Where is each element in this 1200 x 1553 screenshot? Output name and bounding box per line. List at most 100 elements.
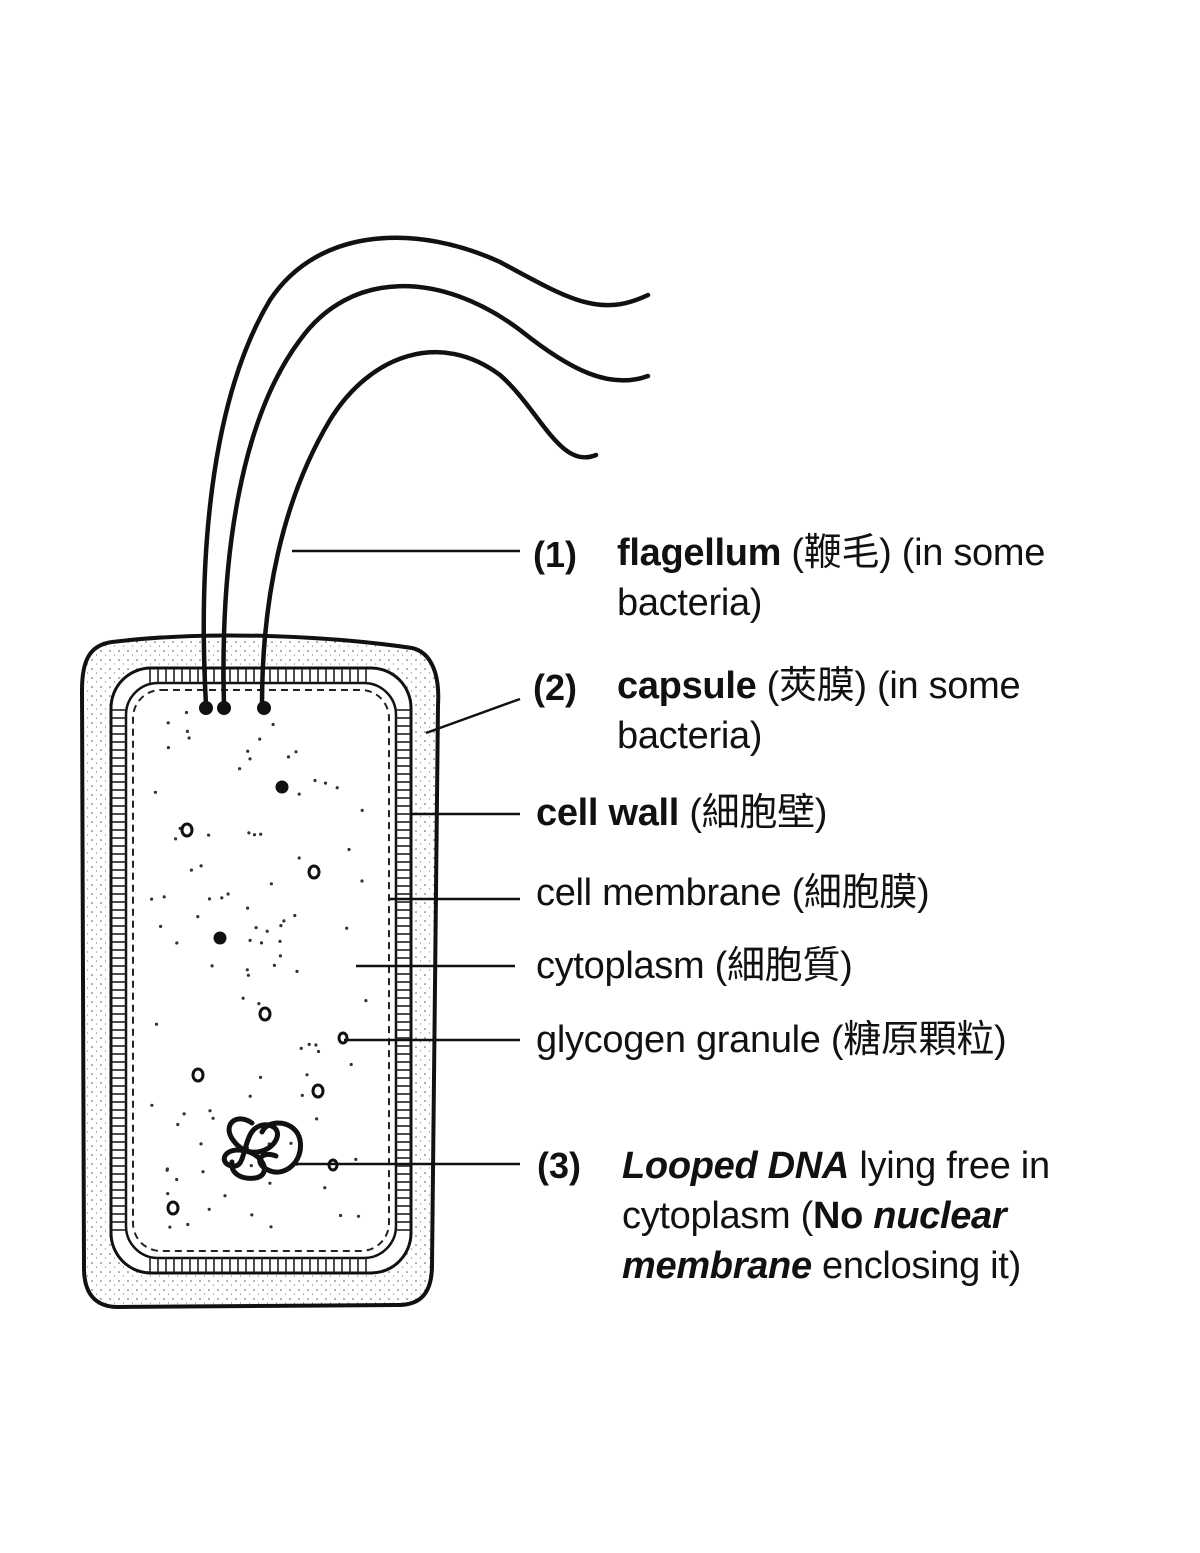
cytoplasm-dot [250,1213,254,1217]
glycogen-granule [166,1200,180,1216]
cytoplasm-dot [248,757,252,761]
cytoplasm-dot [246,749,250,753]
glycogen-granule [191,1067,205,1083]
dna-nuclear: nuclear [873,1195,1007,1237]
capsule-note: (莢膜) (in some [756,665,1021,707]
cytoplasm-dot [265,929,269,933]
dna-note-2: cytoplasm ( [622,1195,813,1237]
glycogen-granule [337,1031,349,1045]
cytoplasm-dot [356,1214,361,1218]
cytoplasm-dot [314,1043,318,1047]
cytoplasm-dot [248,938,252,943]
glycogen-granule [213,931,227,945]
cytoplasm-dot [165,1168,169,1172]
leader-lines [292,549,521,1166]
cytoplasm-dot [347,847,351,852]
cytoplasm-dot [162,895,166,899]
cytoplasm-dot [166,721,170,725]
cytoplasm-dot [258,1075,263,1079]
cytoplasm-dot [313,778,317,783]
cytoplasm-dot [207,1207,211,1211]
flagella [201,235,651,708]
flagellum-note: (鞭毛) (in some [781,532,1046,574]
cytoplasm-dot [271,722,275,727]
dna-note-3: enclosing it) [811,1245,1021,1287]
cytoplasm-dot [199,1142,203,1146]
cytoplasm-dot [187,736,191,740]
cytoplasm-dot [166,1192,170,1196]
dna-number: (3) [537,1145,581,1186]
basal-body [217,701,231,715]
glycogen-granule [180,822,194,838]
cytoplasm-dot [150,1103,154,1107]
cytoplasm-dot [364,999,368,1003]
cytoplasm-dot [259,941,264,945]
cell-wall [109,666,413,1275]
cytoplasm-dot [168,1225,172,1229]
cytoplasm-dot [259,832,263,836]
flagellum-note-2: bacteria) [617,582,763,624]
flagellum [201,235,651,708]
cytoplasm-dot [211,1116,215,1120]
cytoplasm-dot [269,882,273,886]
cytoplasm-dot [249,1164,253,1168]
basal-body [257,701,271,715]
glycogen-granule [275,780,289,794]
flagellum [259,350,599,708]
dna-no: No [812,1195,874,1237]
cytoplasm-dot [176,1122,180,1127]
cell-wall-note: (細胞壁) [679,792,828,834]
cytoplasm-dot [300,1093,304,1097]
cytoplasm-dot [360,808,364,813]
cytoplasm-dot [339,1213,343,1218]
cytoplasm-dot [207,833,211,837]
cytoplasm-dot [254,926,258,930]
cytoplasm-dot [297,856,301,860]
glycogen-label: glycogen granule (糖原顆粒) [536,1019,1007,1061]
cytoplasm-dot [159,924,163,929]
cytoplasm-dot [226,892,230,896]
glycogen-granule [311,1083,325,1099]
cytoplasm-dot [269,1225,273,1229]
cytoplasm-dot [323,1186,327,1190]
flagellum-term: flagellum [617,532,782,574]
cytoplasm-dot [220,896,224,900]
cytoplasm-dot [185,729,189,734]
cell-wall-term: cell wall [536,792,680,834]
cytoplasm-dot [175,1177,179,1182]
cytoplasm-dot [174,837,178,841]
flagellum-label: flagellum (鞭毛) (in some bacteria) [617,528,1045,628]
cytoplasm-dot [286,755,291,759]
capsule-term: capsule [617,665,757,707]
dna-membrane: membrane [622,1245,812,1287]
cytoplasm-dot [223,1194,227,1198]
cytoplasm-label: cytoplasm (細胞質) [536,945,853,987]
cytoplasm-dot [295,969,299,974]
cytoplasm-dot [208,1109,212,1113]
cytoplasm-dot [207,897,212,901]
cytoplasm-dot [245,968,249,972]
cytoplasm-dot [349,1062,353,1067]
looped-dna [221,1116,303,1181]
glycogen-granule [258,1006,272,1022]
dna-note-1: lying free in [849,1145,1050,1187]
cytoplasm-dot [184,710,189,715]
glycogen-granules [166,780,349,1216]
basal-body [199,701,213,715]
cytoplasm-dot [182,1112,186,1116]
dna-term: Looped DNA [622,1145,850,1187]
cytoplasm-dot [248,1094,252,1098]
cytoplasm-dot [257,1002,261,1006]
cytoplasm-dot [305,1073,309,1077]
leader-capsule [425,697,521,735]
cytoplasm-dot [279,924,283,928]
cytoplasm-dot [252,833,257,837]
cytoplasm-dot [293,913,297,918]
cytoplasm-dot [247,831,251,835]
flagellum [221,283,651,708]
cytoplasm-dot [196,915,200,919]
cytoplasm-dot [189,868,193,872]
cytoplasm-dot [258,737,262,741]
cytoplasm-dot [210,964,214,968]
flagellum-number: (1) [533,534,577,575]
